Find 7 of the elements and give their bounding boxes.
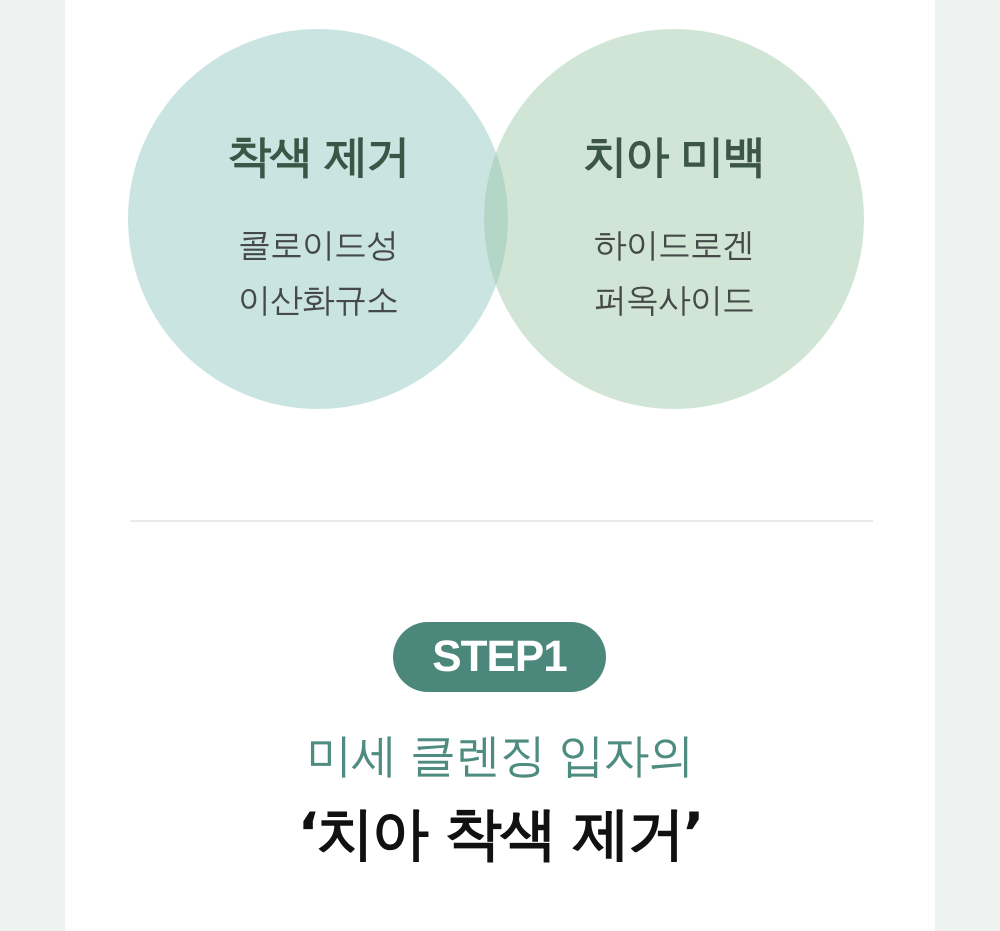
circle-heading: 치아 미백 bbox=[583, 131, 765, 183]
step-badge: STEP1 bbox=[393, 622, 606, 692]
subtitle: 미세 클렌징 입자의 bbox=[306, 728, 694, 783]
headline: ‘치아 착색 제거’ bbox=[298, 800, 702, 868]
circle-text: 콜로이드성 이산화규소 bbox=[237, 224, 399, 321]
circle-text: 하이드로겐 퍼옥사이드 bbox=[593, 224, 755, 321]
circle-heading: 착색 제거 bbox=[227, 131, 409, 183]
